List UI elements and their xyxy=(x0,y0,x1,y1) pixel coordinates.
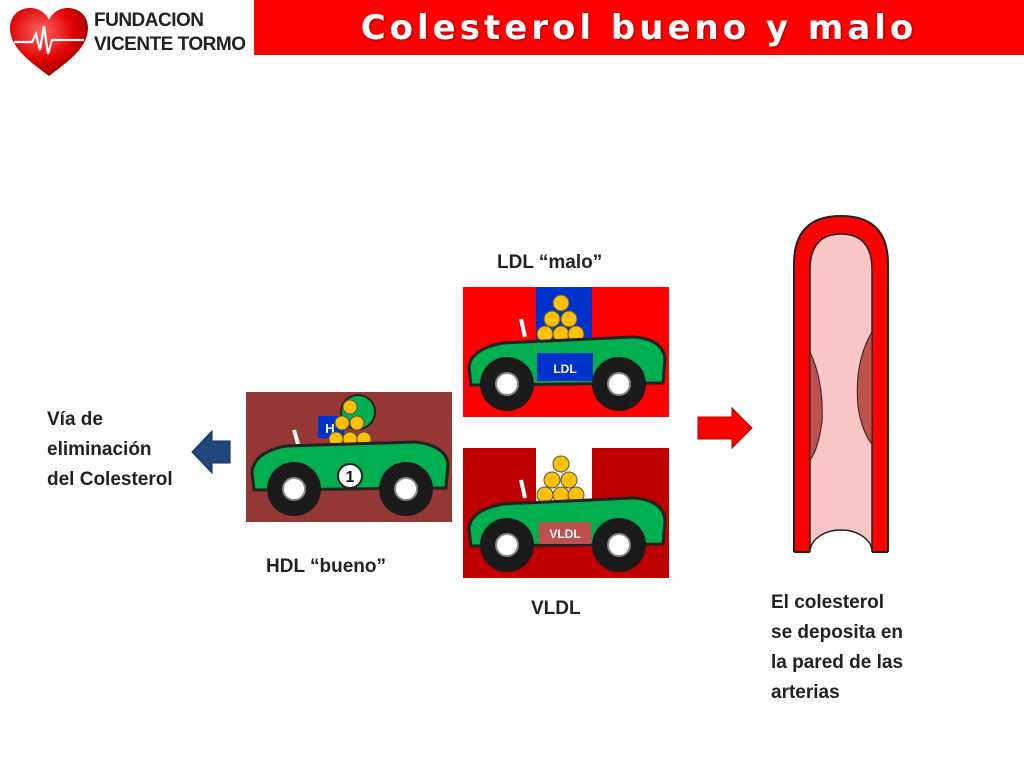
hdl-number-badge: 1 xyxy=(346,469,355,486)
ldl-car-illustration: LDL xyxy=(463,287,669,417)
hdl-label: HDL “bueno” xyxy=(266,556,386,577)
hdl-car-illustration: H 1 xyxy=(246,392,452,522)
artery-illustration xyxy=(788,214,894,580)
vldl-plate: VLDL xyxy=(549,527,580,541)
heart-logo-icon xyxy=(10,8,88,76)
logo: FUNDACION VICENTE TORMO xyxy=(6,4,246,80)
logo-text-line1: FUNDACION xyxy=(94,10,204,31)
hdl-plate: H xyxy=(325,421,334,436)
elimination-label: Vía de eliminación del Colesterol xyxy=(47,405,173,495)
vldl-car-illustration: VLDL xyxy=(463,448,669,578)
right-arrow-icon xyxy=(697,406,753,450)
artery-caption: El colesterol se deposita en la pared de… xyxy=(771,588,903,708)
artery-line-2: se deposita en xyxy=(771,622,903,643)
artery-line-3: la pared de las xyxy=(771,652,904,673)
page-title: Colesterol bueno y malo xyxy=(360,7,918,48)
vldl-label: VLDL xyxy=(531,598,581,619)
title-bar: Colesterol bueno y malo xyxy=(254,0,1024,55)
left-arrow-icon xyxy=(191,429,231,475)
elimination-line-3: del Colesterol xyxy=(47,469,173,490)
ldl-label: LDL “malo” xyxy=(497,252,603,273)
artery-line-1: El colesterol xyxy=(771,592,884,613)
ldl-plate: LDL xyxy=(553,362,576,376)
artery-line-4: arterias xyxy=(771,682,840,703)
elimination-line-2: eliminación xyxy=(47,439,152,460)
logo-text-line2: VICENTE TORMO xyxy=(94,34,246,55)
elimination-line-1: Vía de xyxy=(47,409,103,430)
